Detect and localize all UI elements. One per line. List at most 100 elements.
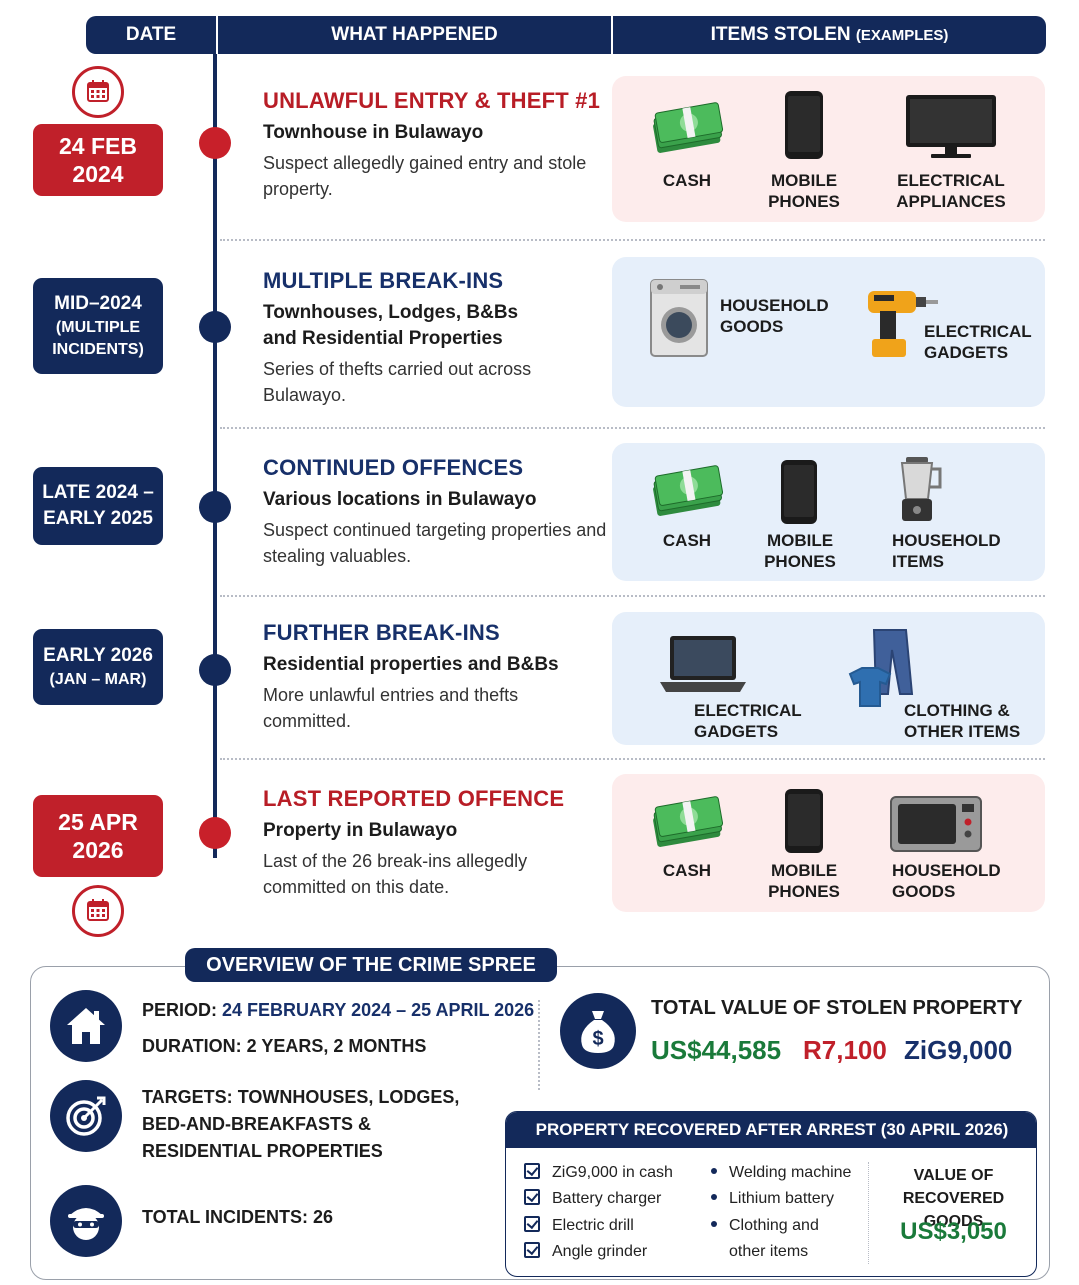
row-separator: [220, 758, 1045, 760]
timeline-line: [213, 54, 217, 858]
period-row: PERIOD: 24 FEBRUARY 2024 – 25 APRIL 2026: [142, 997, 534, 1024]
total-amount-zig: ZiG9,000: [904, 1035, 1013, 1065]
date-line: MID–2024: [54, 293, 142, 314]
duration-value: 2 YEARS, 2 MONTHS: [246, 1036, 427, 1056]
recovered-item-text: Lithium battery: [729, 1190, 834, 1207]
items-panel: CASH MOBILE PHONES HOUSEHOLD ITEMS: [612, 443, 1045, 581]
checkbox-icon: [524, 1163, 540, 1179]
period-value: 24 FEBRUARY 2024 – 25 APRIL 2026: [222, 1000, 535, 1020]
event-description: More unlawful entries and thefts committ…: [263, 685, 519, 731]
date-line: 24 FEB: [59, 133, 137, 159]
event-location: Property in Bulawayo: [263, 820, 458, 841]
event-title: FURTHER BREAK-INS: [263, 620, 500, 645]
event-description: Suspect allegedly gained entry and stole…: [263, 153, 587, 199]
mobile-phone-icon: [781, 460, 817, 524]
event-description: Series of thefts carried out across Bula…: [263, 359, 532, 405]
power-drill-icon: [868, 291, 938, 357]
header-date: DATE: [125, 24, 177, 45]
recovered-item-text: Clothing and: [729, 1217, 819, 1234]
cash-icon: [653, 102, 724, 153]
svg-text:$: $: [592, 1028, 603, 1050]
timeline-dot: [199, 311, 231, 343]
header-items-stolen: ITEMS STOLEN (EXAMPLES): [611, 16, 1046, 54]
cash-icon: [653, 465, 724, 516]
event-title: LAST REPORTED OFFENCE: [263, 786, 565, 811]
date-line: (MULTIPLE: [55, 319, 141, 336]
item-label: HOUSEHOLD GOODS: [720, 295, 840, 337]
mobile-phone-icon: [785, 789, 823, 853]
event-description: Last of the 26 break-ins allegedly commi…: [263, 851, 528, 897]
recovered-value-label: VALUE OF RECOVERED GOODS: [902, 1167, 1005, 1230]
incidents-label: TOTAL INCIDENTS:: [142, 1207, 308, 1227]
targets-value: TOWNHOUSES, LODGES, BED-AND-BREAKFASTS &…: [142, 1087, 460, 1161]
recovered-item-text: ZiG9,000 in cash: [552, 1164, 673, 1181]
item-label: CASH: [662, 531, 712, 550]
washing-machine-icon: [650, 279, 708, 357]
row-separator: [220, 427, 1045, 429]
laptop-icon: [660, 636, 746, 692]
recovered-title: PROPERTY RECOVERED AFTER ARREST (30 APRI…: [506, 1112, 1036, 1148]
event-title: MULTIPLE BREAK-INS: [263, 268, 504, 293]
event-description: Suspect continued targeting properties a…: [263, 520, 607, 566]
overview-title: OVERVIEW OF THE CRIME SPREE: [185, 948, 557, 982]
recovered-item: ZiG9,000 in cash: [524, 1163, 673, 1183]
items-panel: CASH MOBILE PHONES ELECTRICAL APPLIANCES: [612, 76, 1045, 222]
duration-row: DURATION: 2 YEARS, 2 MONTHS: [142, 1033, 426, 1060]
burglar-icon: [50, 1185, 122, 1257]
recovered-item-text: Battery charger: [552, 1190, 662, 1207]
items-panel: CASH MOBILE PHONES HOUSEHOLD GOODS: [612, 774, 1045, 912]
header-what-happened: WHAT HAPPENED: [216, 16, 611, 54]
date-line: EARLY 2026: [43, 645, 153, 666]
items-panel: ELECTRICAL GADGETS CLOTHING & OTHER ITEM…: [612, 612, 1045, 745]
event-entry: UNLAWFUL ENTRY & THEFT #1 Townhouse in B…: [263, 88, 603, 202]
incidents-row: TOTAL INCIDENTS: 26: [142, 1204, 333, 1231]
timeline-dot: [199, 817, 231, 849]
house-icon: [50, 990, 122, 1062]
recovered-item-text: Welding machine: [729, 1164, 852, 1181]
date-badge: MID–2024 (MULTIPLE INCIDENTS): [33, 278, 163, 374]
item-label: CLOTHING & OTHER ITEMS: [904, 701, 1021, 741]
item-label: HOUSEHOLD GOODS: [892, 861, 1001, 901]
date-line: INCIDENTS): [52, 341, 144, 358]
date-line: EARLY 2025: [43, 508, 153, 529]
timeline-header: DATE WHAT HAPPENED ITEMS STOLEN (EXAMPLE…: [86, 16, 1046, 54]
event-entry: CONTINUED OFFENCES Various locations in …: [263, 455, 608, 569]
event-location: Townhouses, Lodges, B&Bs and Residential…: [263, 302, 519, 349]
date-badge: EARLY 2026 (JAN – MAR): [33, 629, 163, 705]
timeline-dot: [199, 654, 231, 686]
items-panel: HOUSEHOLD GOODS ELECTRICAL GADGETS: [612, 257, 1045, 407]
incidents-value: 26: [313, 1207, 334, 1227]
date-line: 2024: [72, 161, 124, 187]
recovered-divider: [868, 1162, 869, 1264]
item-label: HOUSEHOLD ITEMS: [892, 531, 1001, 571]
event-location: Residential properties and B&Bs: [263, 654, 559, 675]
mobile-phone-icon: [785, 91, 823, 159]
date-line: (JAN – MAR): [49, 671, 147, 688]
header-items-sub: (EXAMPLES): [855, 27, 949, 44]
calendar-icon: [72, 885, 124, 937]
item-label: CASH: [662, 861, 712, 880]
recovered-item: Angle grinder: [524, 1242, 647, 1262]
microwave-icon: [890, 796, 982, 852]
overview-divider: [538, 1000, 540, 1090]
bullet-icon: [711, 1221, 717, 1227]
item-label: CASH: [662, 171, 712, 190]
event-title: UNLAWFUL ENTRY & THEFT #1: [263, 88, 601, 113]
item-label: ELECTRICAL GADGETS: [924, 322, 1032, 362]
target-icon: [50, 1080, 122, 1152]
money-bag-icon: $: [560, 993, 636, 1069]
total-value-label: TOTAL VALUE OF STOLEN PROPERTY: [651, 997, 1023, 1019]
recovered-item-continued: other items: [729, 1243, 809, 1260]
date-badge: 24 FEB 2024: [33, 124, 163, 196]
total-amount-usd: US$44,585: [651, 1035, 782, 1065]
recovered-item: Battery charger: [524, 1189, 661, 1209]
date-line: 25 APR: [58, 809, 138, 835]
recovered-item-text: Electric drill: [552, 1217, 634, 1234]
clothing-icon: [848, 629, 914, 707]
timeline-dot: [199, 491, 231, 523]
recovered-item: Lithium battery: [711, 1189, 834, 1209]
targets-row: TARGETS: TOWNHOUSES, LODGES, BED-AND-BRE…: [142, 1084, 462, 1165]
duration-label: DURATION:: [142, 1036, 242, 1056]
recovered-item: Electric drill: [524, 1216, 634, 1236]
date-line: 2026: [72, 837, 124, 863]
